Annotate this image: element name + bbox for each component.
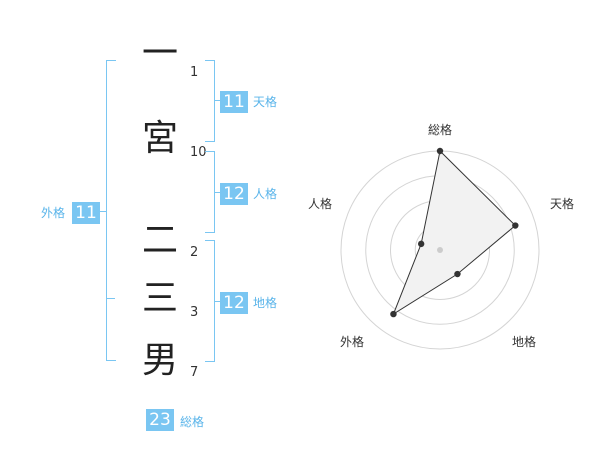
radar-axis-label-1: 総格 (428, 122, 452, 137)
gaikaku-bracket-inner-tick (106, 298, 115, 299)
radar-point-4 (390, 310, 397, 318)
name-char-2: 宮 (141, 118, 179, 159)
gaikaku-bracket (106, 60, 116, 361)
tenkaku-bracket-tick (214, 100, 220, 101)
stroke-count-3: 2 (190, 245, 199, 260)
jinkaku-bracket-tick (214, 192, 220, 193)
tenkaku-bracket (205, 60, 215, 142)
radar-axis-label-5: 人格 (308, 196, 332, 211)
tenkaku-badge: 11 (220, 91, 248, 113)
radar-axis-label-3: 地格 (512, 334, 536, 349)
gaikaku-bracket-tick (100, 211, 106, 212)
name-char-4: 三 (141, 278, 179, 319)
gaikaku-label: 外格 (41, 206, 66, 220)
chikaku-label: 地格 (253, 296, 278, 310)
jinkaku-badge: 12 (220, 183, 248, 205)
stroke-count-2: 10 (190, 145, 207, 160)
radar-point-3 (454, 270, 461, 278)
chikaku-badge: 12 (220, 292, 248, 314)
stroke-count-1: 1 (190, 65, 199, 80)
jinkaku-label: 人格 (253, 187, 278, 201)
radar-center-dot (437, 247, 443, 253)
gaikaku-badge: 11 (72, 202, 100, 224)
radar-point-5 (417, 240, 425, 248)
radar-axis-label-4: 外格 (340, 334, 364, 349)
radar-axis-label-2: 天格 (550, 196, 574, 211)
name-char-5: 男 (141, 340, 179, 381)
tenkaku-label: 天格 (253, 95, 278, 109)
stroke-count-5: 7 (190, 365, 199, 380)
radar-point-2 (512, 222, 519, 229)
soukaku-badge: 23 (146, 409, 174, 431)
name-char-3: 二 (141, 220, 179, 261)
chikaku-bracket-tick (214, 301, 220, 302)
radar-point-1 (436, 147, 444, 155)
radar-area (392, 149, 517, 316)
name-char-1: 一 (141, 33, 179, 74)
soukaku-label: 総格 (180, 415, 205, 429)
stroke-count-4: 3 (190, 305, 199, 320)
